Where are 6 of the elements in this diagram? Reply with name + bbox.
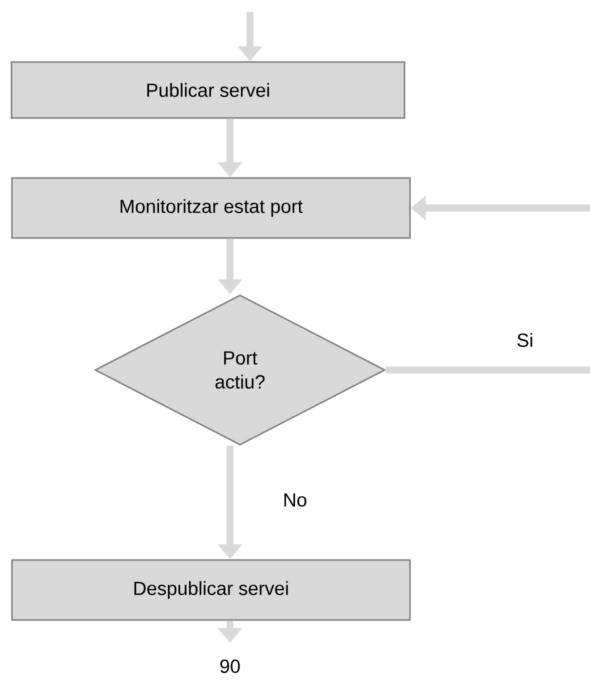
process-box: Publicar servei bbox=[10, 61, 406, 119]
process-box: Despublicar servei bbox=[11, 559, 411, 621]
process-box: Monitoritzar estat port bbox=[11, 177, 411, 239]
edge-label: No bbox=[284, 493, 306, 507]
edge-label: Si bbox=[517, 333, 532, 347]
page-number: 90 bbox=[220, 660, 240, 673]
